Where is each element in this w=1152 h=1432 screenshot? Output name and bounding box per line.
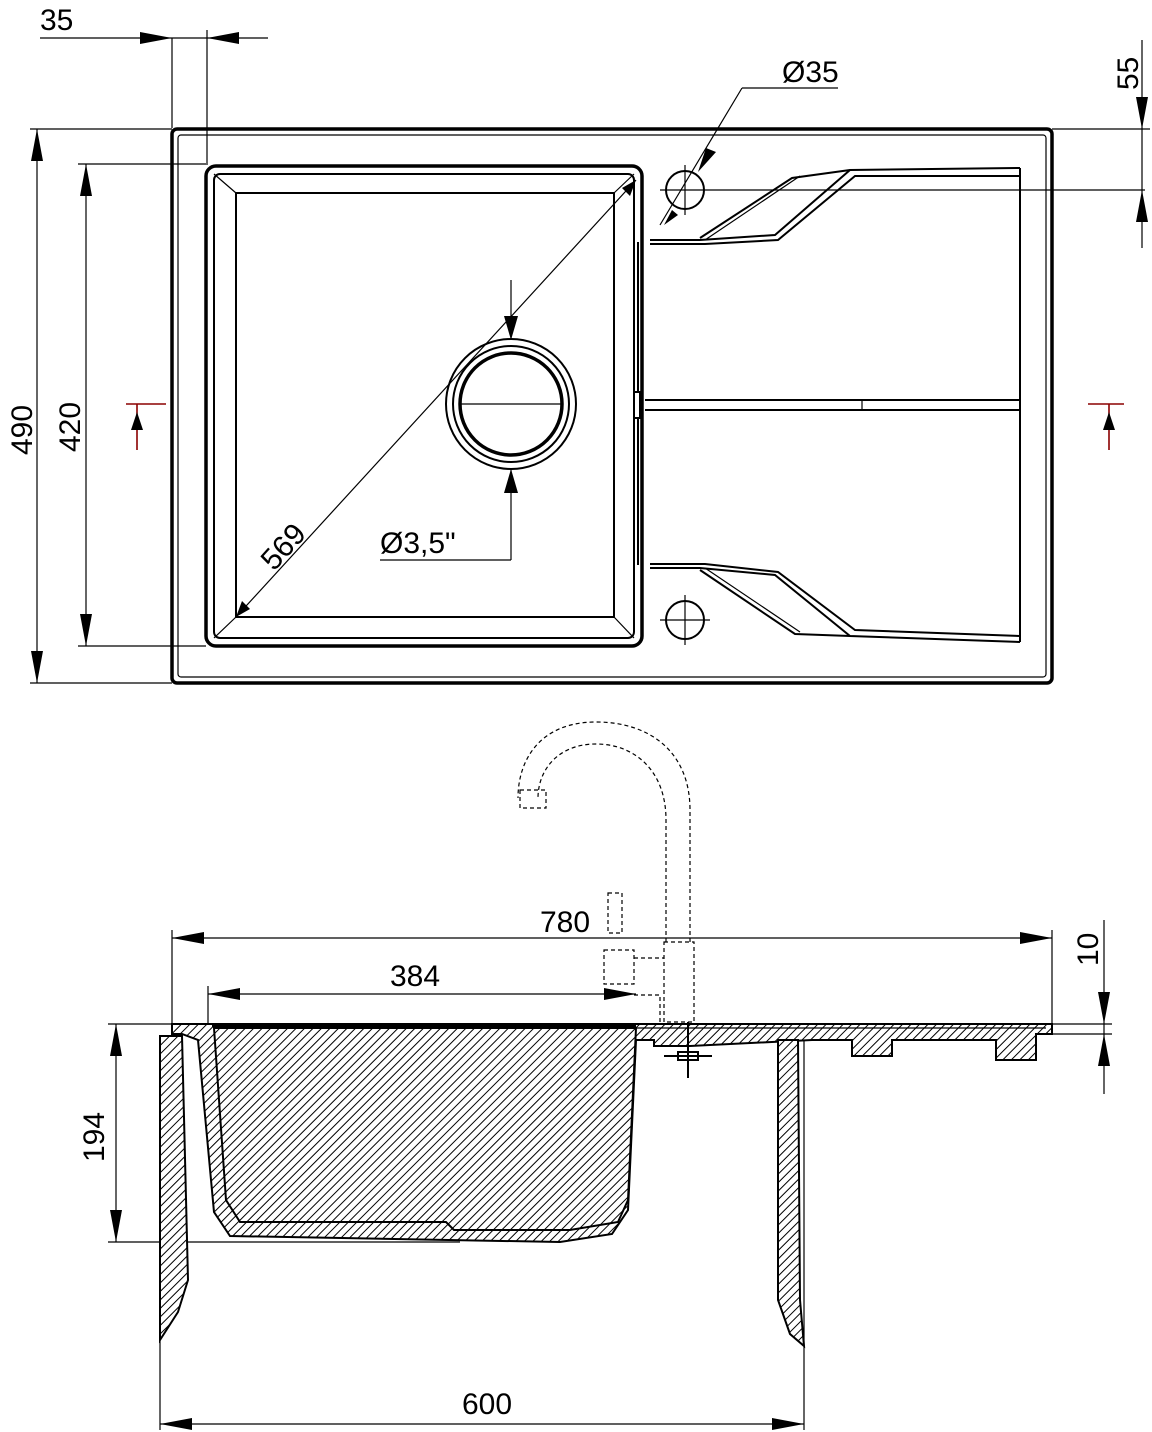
drain-label: Ø3,5" bbox=[380, 527, 456, 560]
sink-section bbox=[171, 1023, 1053, 1244]
sink-outline bbox=[170, 127, 1054, 685]
total-depth-label: 490 bbox=[6, 405, 39, 455]
cabinet-wall-right bbox=[777, 1039, 806, 1349]
bowl-width-label: 384 bbox=[390, 960, 440, 993]
faucet-hole-bottom bbox=[660, 595, 710, 645]
diagonal-line bbox=[235, 179, 637, 618]
section-marker-right bbox=[1088, 403, 1124, 450]
total-width-label: 780 bbox=[540, 906, 590, 939]
section-marker-left bbox=[126, 403, 166, 450]
deck-thickness-label: 10 bbox=[1072, 933, 1105, 966]
overall-height-label: 194 bbox=[78, 1112, 111, 1162]
top-view: 569 Ø3,5" bbox=[6, 4, 1150, 685]
cabinet-wall-left bbox=[159, 1035, 190, 1344]
faucet-outline bbox=[517, 721, 695, 1023]
side-view: 780 384 10 194 180 600 bbox=[78, 721, 1112, 1430]
faucet-bolt bbox=[664, 1022, 712, 1078]
top-offset-label: 55 bbox=[1112, 57, 1145, 90]
cabinet-width-label: 600 bbox=[462, 1388, 512, 1421]
drain-top bbox=[445, 338, 577, 470]
faucet-hole-label: Ø35 bbox=[782, 56, 839, 89]
drainer-top bbox=[633, 167, 1021, 643]
diagonal-label: 569 bbox=[255, 517, 313, 576]
faucet-hole-top bbox=[660, 165, 1145, 215]
bowl-depth-label: 420 bbox=[54, 402, 87, 452]
bowl-top bbox=[204, 164, 644, 648]
overhang-label: 35 bbox=[40, 4, 73, 37]
